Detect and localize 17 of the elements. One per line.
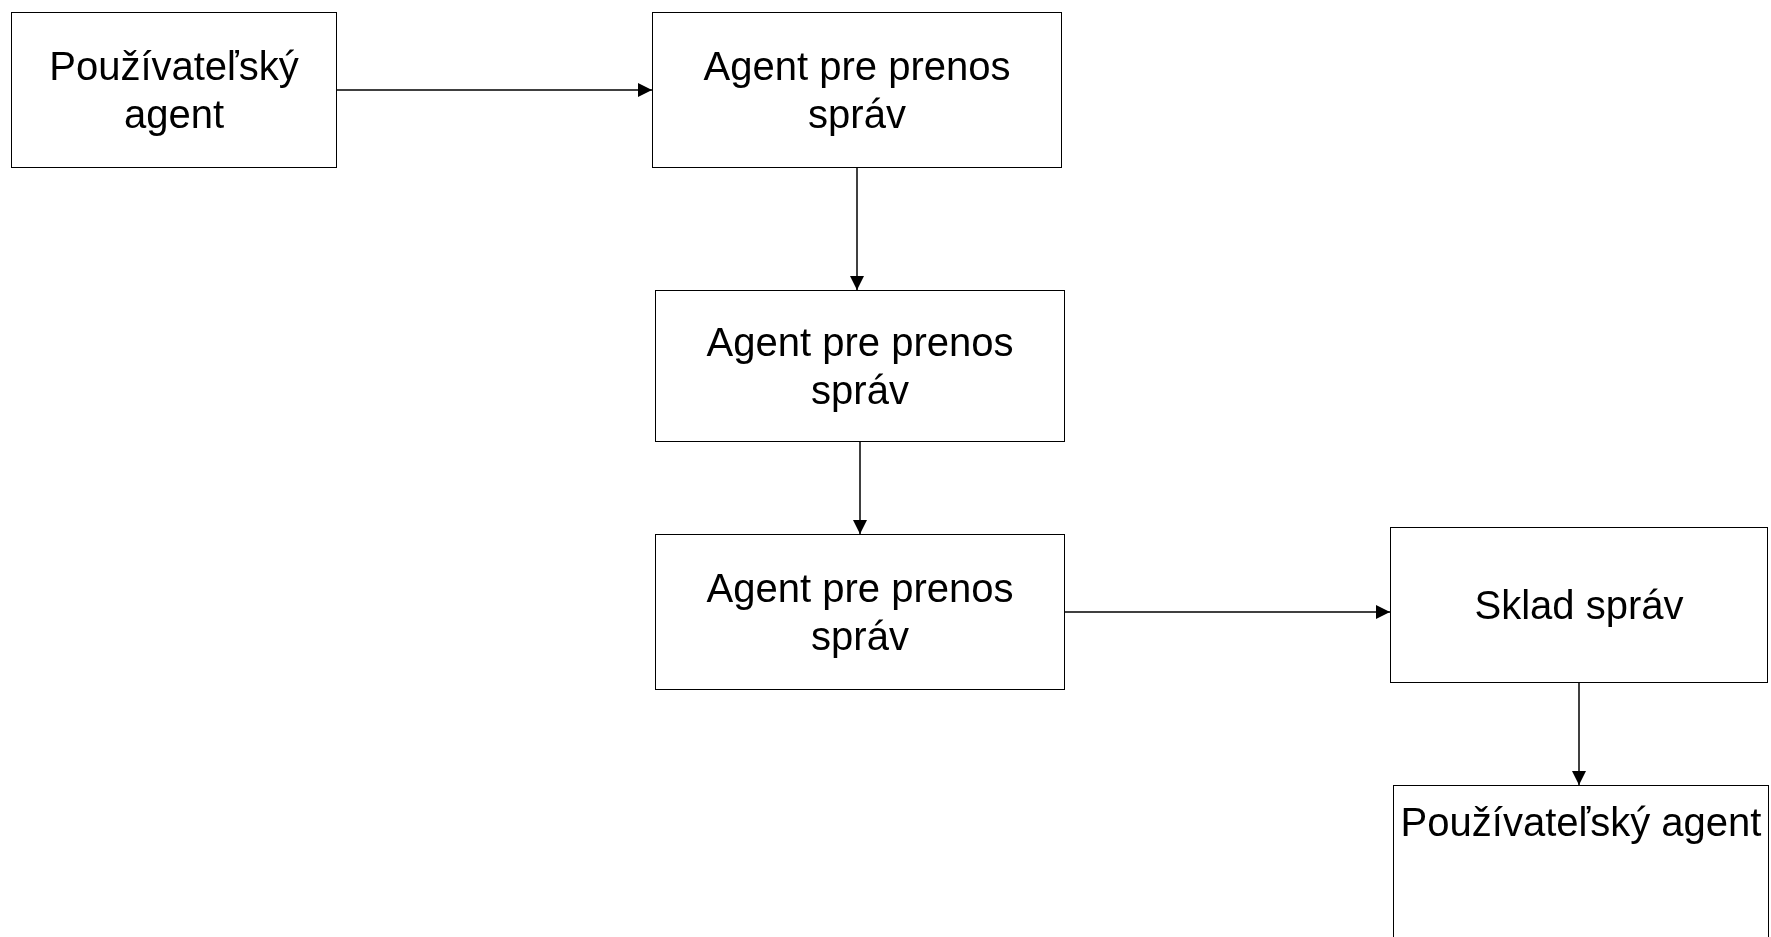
process-box: [1390, 527, 1768, 683]
arrow: [1064, 605, 1391, 619]
box-label: Agent pre prenos správ: [705, 319, 1015, 414]
arrow: [1572, 682, 1586, 786]
process-box: [655, 534, 1065, 690]
box-label: Sklad správ: [1474, 582, 1684, 629]
arrow: [336, 83, 653, 97]
process-box: [1393, 785, 1769, 937]
arrow: [850, 167, 864, 291]
process-box: [652, 12, 1062, 168]
arrow: [853, 441, 867, 535]
process-box: [11, 12, 337, 168]
box-label: Používateľský agent: [48, 43, 300, 138]
box-label: Používateľský agent: [1400, 799, 1762, 846]
box-label: Agent pre prenos správ: [702, 43, 1012, 138]
process-box: [655, 290, 1065, 442]
box-label: Agent pre prenos správ: [705, 565, 1015, 660]
